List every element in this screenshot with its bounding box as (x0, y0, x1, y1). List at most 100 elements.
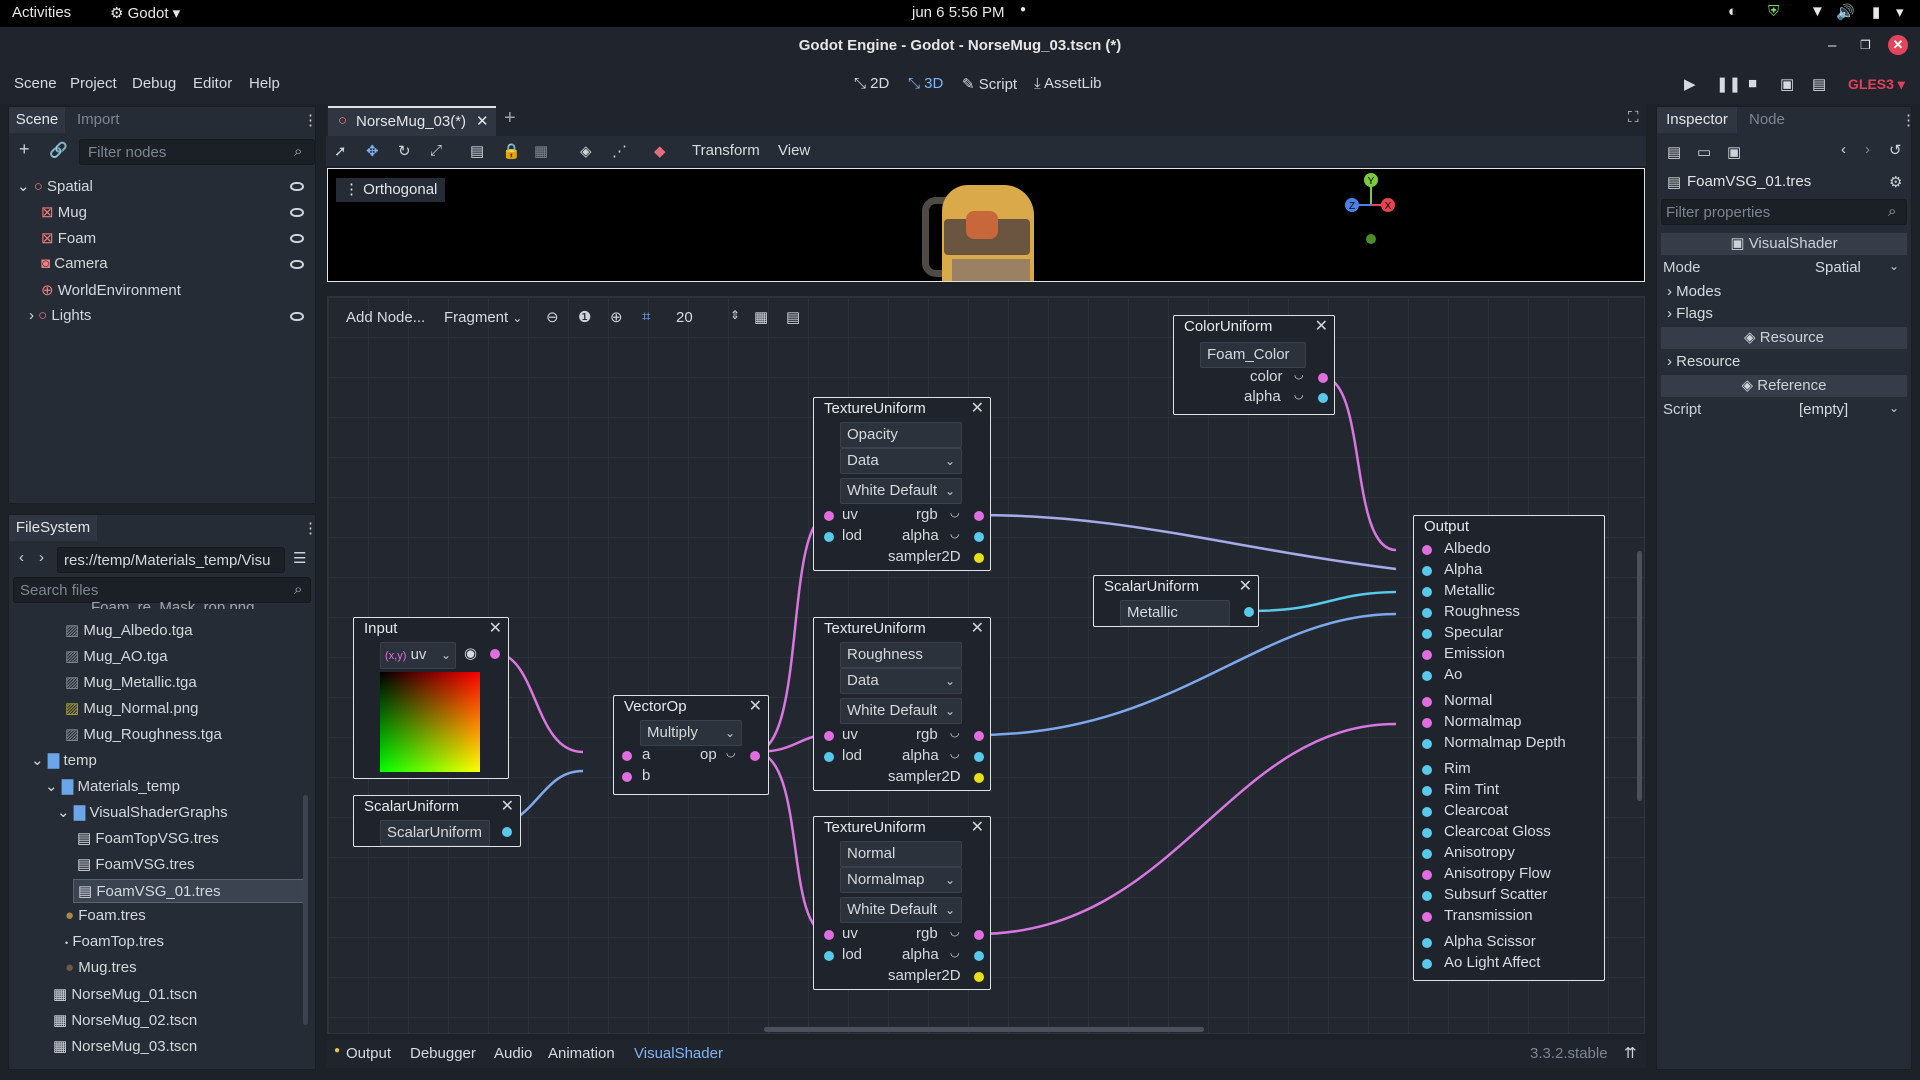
output-port-rgb[interactable] (974, 930, 984, 940)
view-menu[interactable]: View (778, 142, 810, 159)
tree-item-worldenvironment[interactable]: ⊕ WorldEnvironment (41, 281, 181, 299)
output-port-rgb[interactable] (974, 511, 984, 521)
list-select-icon[interactable]: ▤ (470, 142, 484, 160)
mode-select[interactable]: Spatial⌄ (1781, 257, 1903, 279)
folder-item[interactable]: ⌄ ▇ VisualShaderGraphs (57, 803, 228, 821)
preview-toggle-icon[interactable]: ◡ (950, 946, 960, 959)
node-input[interactable]: Input✕ (x,y) uv⌄ ◉ (353, 617, 509, 779)
graph-horizontal-scrollbar[interactable] (764, 1027, 1204, 1032)
output-port[interactable] (502, 827, 512, 837)
tab-node[interactable]: Node (1749, 111, 1785, 128)
node-texture-opacity[interactable]: TextureUniform✕ Opacity Data⌄ White Defa… (813, 397, 991, 571)
input-port-lod[interactable] (824, 951, 834, 961)
graph-vertical-scrollbar[interactable] (1637, 551, 1642, 801)
scale-tool-icon[interactable]: ⤢ (430, 142, 442, 159)
menu-debug[interactable]: Debug (132, 75, 176, 92)
close-node-icon[interactable]: ✕ (971, 398, 984, 420)
color-default-select[interactable]: White Default⌄ (840, 478, 962, 504)
maximize-button[interactable]: ❐ (1860, 27, 1871, 64)
script-select[interactable]: [empty]⌄ (1781, 399, 1903, 421)
local-space-icon[interactable]: ◈ (580, 142, 592, 160)
uniform-name-field[interactable]: Foam_Color (1200, 342, 1306, 368)
play-scene-icon[interactable]: ▣ (1780, 75, 1794, 93)
uniform-name-field[interactable]: ScalarUniform (380, 820, 490, 846)
output-port-sampler[interactable] (974, 773, 984, 783)
input-port-alpha[interactable] (1422, 566, 1432, 576)
output-port[interactable] (1318, 373, 1328, 383)
tab-inspector[interactable]: Inspector (1657, 107, 1737, 133)
menu-editor[interactable]: Editor (193, 75, 232, 92)
snap-icon[interactable]: ⋰ (612, 142, 627, 160)
workspace-3d[interactable]: ⤡ 3D (908, 75, 943, 92)
menu-project[interactable]: Project (70, 75, 117, 92)
operator-select[interactable]: Multiply⌄ (640, 720, 742, 746)
close-node-icon[interactable]: ✕ (501, 796, 514, 818)
input-port-clearcoat-gloss[interactable] (1422, 828, 1432, 838)
add-node-icon[interactable]: + (19, 139, 30, 160)
transform-menu[interactable]: Transform (692, 142, 760, 159)
save-resource-icon[interactable]: ▣ (1727, 143, 1741, 161)
battery-icon[interactable]: ▮ (1872, 3, 1880, 21)
file-item[interactable]: Foam_re_Mask_rop.png (91, 599, 254, 609)
tab-audio[interactable]: Audio (494, 1045, 532, 1062)
output-port-alpha[interactable] (974, 752, 984, 762)
stop-icon[interactable]: ■ (1748, 75, 1757, 92)
workspace-script[interactable]: ✎ Script (962, 75, 1017, 93)
file-item[interactable]: ● Mug.tres (65, 959, 137, 976)
input-port-uv[interactable] (824, 731, 834, 741)
tree-item-camera[interactable]: ◙ Camera (41, 255, 108, 272)
input-port-emission[interactable] (1422, 650, 1432, 660)
texture-type-select[interactable]: Data⌄ (840, 668, 962, 694)
filter-properties-input[interactable]: Filter properties ⌕ (1661, 199, 1907, 225)
output-port-rgb[interactable] (974, 731, 984, 741)
node-scalar-metallic[interactable]: ScalarUniform✕ Metallic (1093, 575, 1259, 627)
lock-icon[interactable]: 🔒 (502, 142, 521, 160)
renderer-selector[interactable]: GLES3 ▾ (1848, 76, 1905, 93)
section-flags[interactable]: › Flags (1667, 305, 1913, 322)
folder-item[interactable]: ⌄ ▇ Materials_temp (45, 777, 180, 795)
visibility-eye-icon[interactable] (290, 208, 304, 217)
file-item[interactable]: ▨ Mug_Metallic.tga (65, 673, 197, 691)
visibility-eye-icon[interactable] (290, 234, 304, 243)
new-tab-icon[interactable]: + (504, 107, 516, 130)
output-port-alpha[interactable] (974, 951, 984, 961)
input-port-normal[interactable] (1422, 697, 1432, 707)
file-item-selected[interactable]: ▤ FoamVSG_01.tres (73, 879, 305, 903)
scene-file-item[interactable]: ▦ NorseMug_03.tscn (53, 1037, 197, 1055)
input-port-roughness[interactable] (1422, 608, 1432, 618)
scene-file-item[interactable]: ▦ NorseMug_01.tscn (53, 985, 197, 1003)
file-item[interactable]: ● Foam.tres (65, 907, 146, 924)
file-item[interactable]: ▤ FoamVSG.tres (77, 855, 195, 873)
activities-button[interactable]: Activities (12, 4, 71, 21)
close-tab-icon[interactable]: ✕ (476, 112, 489, 130)
input-name-select[interactable]: (x,y) uv⌄ (380, 642, 456, 669)
back-arrow-icon[interactable]: ‹ (19, 549, 24, 566)
file-item[interactable]: ▨ Mug_Normal.png (65, 699, 198, 717)
uniform-name-field[interactable]: Normal (840, 841, 962, 867)
input-port-ao[interactable] (1422, 671, 1432, 681)
visibility-eye-icon[interactable] (290, 182, 304, 191)
uniform-name-field[interactable]: Opacity (840, 422, 962, 448)
link-icon[interactable]: 🔗 (49, 141, 68, 159)
gizmo-neg-y[interactable] (1366, 234, 1376, 244)
rotate-tool-icon[interactable]: ↻ (398, 142, 411, 160)
visibility-eye-icon[interactable] (290, 312, 304, 321)
play-icon[interactable]: ▶ (1684, 75, 1696, 93)
visibility-eye-icon[interactable] (290, 260, 304, 269)
select-tool-icon[interactable]: ➚ (334, 142, 347, 160)
node-vectorop[interactable]: VectorOp✕ Multiply⌄ a op ◡ b (613, 695, 769, 795)
forward-arrow-icon[interactable]: › (39, 549, 44, 566)
clock[interactable]: jun 6 5:56 PM (912, 4, 1005, 21)
dock-menu-icon[interactable]: ⋮ (303, 519, 316, 537)
tab-scene[interactable]: Scene (9, 107, 65, 133)
wifi-icon[interactable]: ▼ (1810, 3, 1825, 20)
scene-tab-norsemug03[interactable]: ○ NorseMug_03(*) ✕ (328, 106, 496, 136)
input-port-rim-tint[interactable] (1422, 786, 1432, 796)
node-color-uniform[interactable]: ColorUniform✕ Foam_Color color ◡ alpha ◡ (1173, 315, 1335, 415)
node-output[interactable]: Output Albedo Alpha Metallic Roughness S… (1413, 515, 1605, 981)
camera-preview-icon[interactable]: ◆ (654, 142, 666, 160)
input-port-ao-light-affect[interactable] (1422, 959, 1432, 969)
color-default-select[interactable]: White Default⌄ (840, 698, 962, 724)
expand-panel-icon[interactable]: ⇈ (1624, 1044, 1637, 1062)
input-port-b[interactable] (622, 772, 632, 782)
